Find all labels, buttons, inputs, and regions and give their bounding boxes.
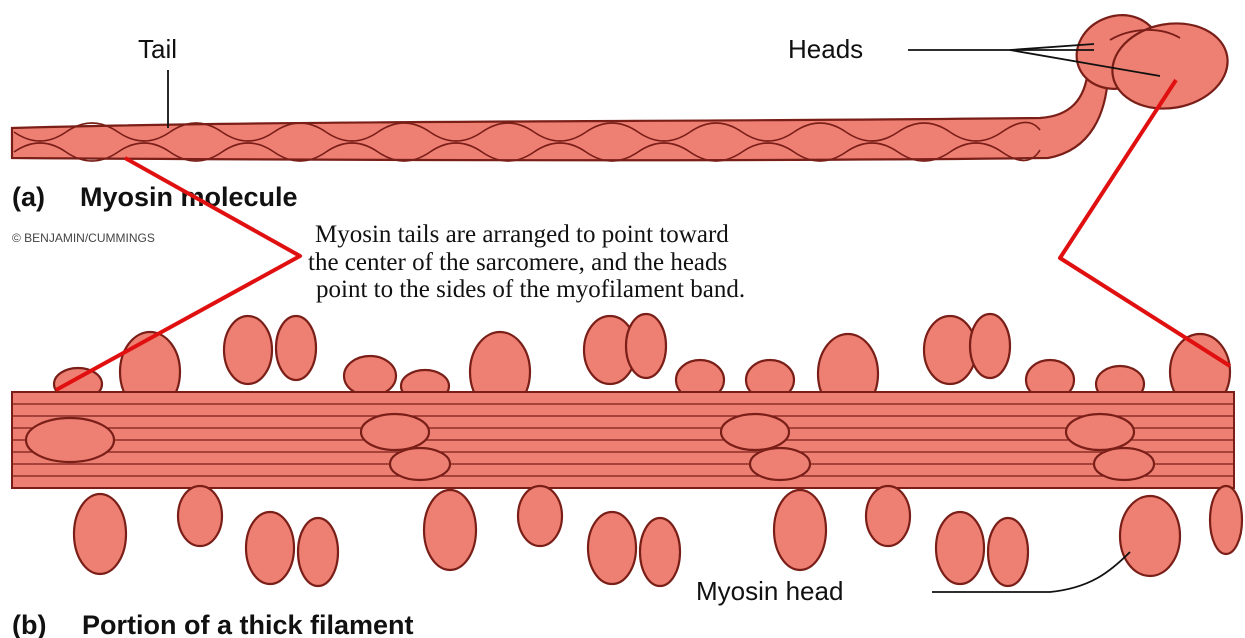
myosin-head-label: Myosin head (696, 576, 843, 606)
caption-b-letter: (b) (12, 610, 46, 638)
note-line-2: the center of the sarcomere, and the hea… (308, 249, 727, 276)
lower-heads (74, 486, 1242, 586)
myosin-molecule (12, 4, 1234, 161)
tail-label: Tail (138, 34, 177, 64)
caption-b: Portion of a thick filament (82, 610, 414, 638)
heads-label: Heads (788, 34, 863, 64)
note-line-1: Myosin tails are arranged to point towar… (315, 221, 729, 248)
caption-a-letter: (a) (12, 182, 45, 212)
caption-a: Myosin molecule (80, 182, 298, 212)
note-line-3: point to the sides of the myofilament ba… (316, 276, 745, 303)
publisher-credit: © BENJAMIN/CUMMINGS (12, 231, 155, 245)
myosin-tail (12, 70, 1108, 160)
thick-filament (12, 314, 1242, 586)
